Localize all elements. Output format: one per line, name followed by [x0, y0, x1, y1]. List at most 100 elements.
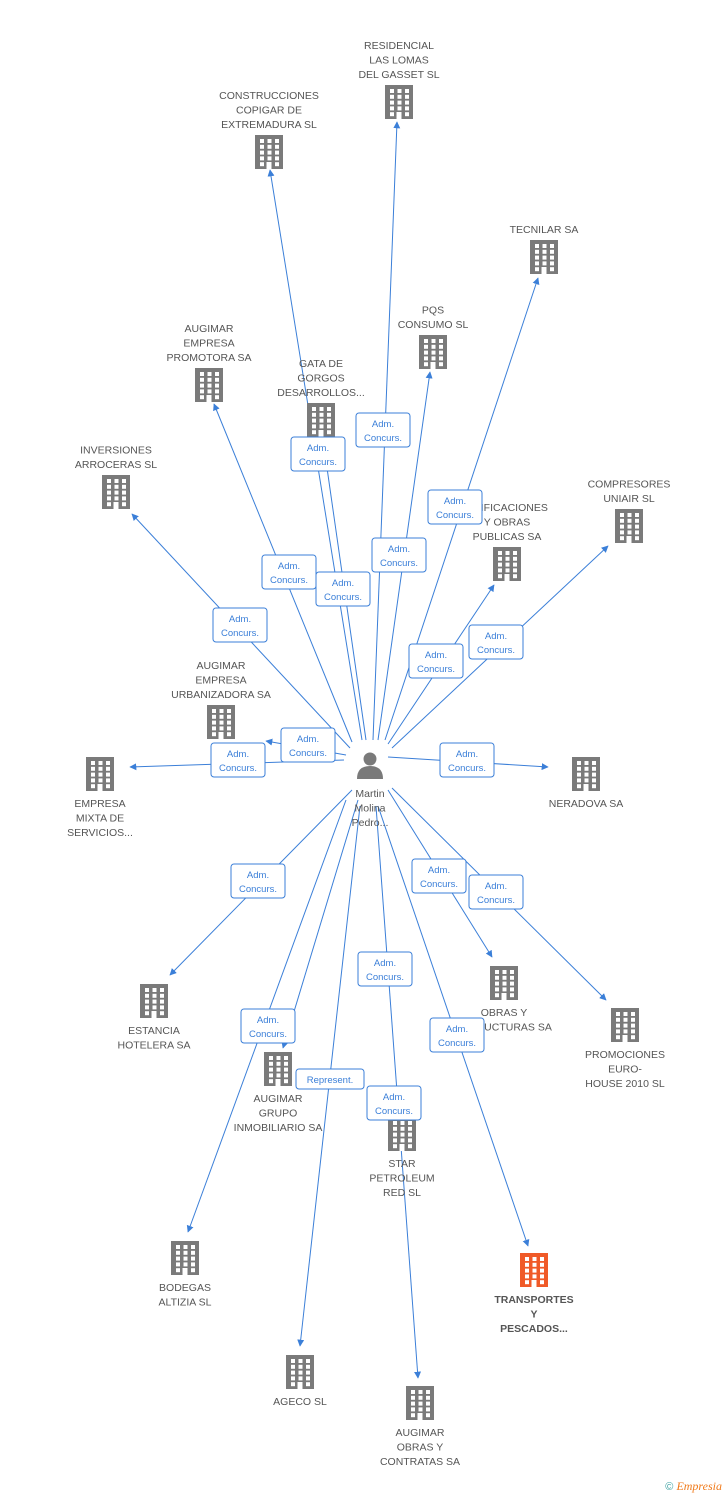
edge-label-gata[interactable]: Adm.Concurs. — [290, 436, 346, 472]
edge-label-edificaciones[interactable]: Adm.Concurs. — [408, 643, 464, 679]
edge-label-estancia[interactable]: Adm.Concurs. — [230, 863, 286, 899]
edge-label-box[interactable] — [357, 951, 413, 987]
building-icon[interactable] — [385, 85, 413, 119]
building-icon[interactable] — [572, 757, 600, 791]
edge-label-box[interactable] — [210, 742, 266, 778]
edge-label-neradova[interactable]: Adm.Concurs. — [439, 742, 495, 778]
company-node-neradova[interactable]: NERADOVA SA — [549, 757, 624, 810]
edge-label-text: Adm. — [257, 1015, 279, 1026]
person-name: MartinMolinaPedro... — [352, 788, 389, 829]
edge-label-augimar-grupo[interactable]: Represent. — [295, 1068, 365, 1090]
company-node-tecnilar[interactable]: TECNILAR SA — [510, 224, 579, 274]
edge-label-box[interactable] — [295, 1068, 365, 1090]
edge-label-box[interactable] — [371, 537, 427, 573]
company-label-line: EMPRESA — [74, 798, 125, 810]
company-node-gata[interactable]: GATA DEGORGOSDESARROLLOS... — [277, 358, 365, 437]
building-icon[interactable] — [307, 403, 335, 437]
building-icon[interactable] — [171, 1241, 199, 1275]
company-label-line: NERADOVA SA — [549, 798, 624, 810]
edge-label-pqs[interactable]: Adm.Concurs. — [371, 537, 427, 573]
edge-label-box[interactable] — [366, 1085, 422, 1121]
edge-label-text: Concurs. — [438, 1038, 476, 1049]
edge-label-text: Adm. — [374, 958, 396, 969]
edge-label-box[interactable] — [439, 742, 495, 778]
edge-label-box[interactable] — [212, 607, 268, 643]
edge-label-compresores[interactable]: Adm.Concurs. — [468, 624, 524, 660]
edge-label-copigar[interactable]: Adm.Concurs. — [261, 554, 317, 590]
edge-label-box[interactable] — [315, 571, 371, 607]
edge-label-box[interactable] — [280, 727, 336, 763]
building-icon[interactable] — [195, 368, 223, 402]
edge-label-residencial[interactable]: Adm.Concurs. — [355, 412, 411, 448]
edge-label-promociones[interactable]: Adm.Concurs. — [468, 874, 524, 910]
edge-label-box[interactable] — [427, 489, 483, 525]
company-label-line: EXTREMADURA SL — [221, 119, 317, 131]
edges-layer — [129, 121, 609, 1379]
edge-label-box[interactable] — [240, 1008, 296, 1044]
edge-label-tecnilar[interactable]: Adm.Concurs. — [427, 489, 483, 525]
edge-label-box[interactable] — [408, 643, 464, 679]
building-icon[interactable] — [140, 984, 168, 1018]
edge-label-box[interactable] — [261, 554, 317, 590]
person-icon[interactable] — [357, 752, 383, 780]
edge-label-box[interactable] — [429, 1017, 485, 1053]
edge-label-box[interactable] — [468, 874, 524, 910]
edge-label-augimar-promotora[interactable]: Adm.Concurs. — [315, 571, 371, 607]
company-label-line: ESTANCIA — [128, 1025, 180, 1037]
edge-label-box[interactable] — [468, 624, 524, 660]
brand-name[interactable]: Empresia — [676, 1479, 722, 1493]
edge-label-box[interactable] — [355, 412, 411, 448]
company-label-line: COMPRESORES — [588, 479, 671, 491]
edge-label-inversiones[interactable]: Adm.Concurs. — [212, 607, 268, 643]
edge-label-obras-estructuras[interactable]: Adm.Concurs. — [411, 858, 467, 894]
center-node[interactable]: MartinMolinaPedro... — [352, 752, 389, 830]
building-icon[interactable] — [264, 1052, 292, 1086]
building-icon[interactable] — [490, 966, 518, 1000]
edge-label-transportes[interactable]: Adm.Concurs. — [429, 1017, 485, 1053]
building-icon[interactable] — [86, 757, 114, 791]
building-icon[interactable] — [207, 705, 235, 739]
company-node-estancia[interactable]: ESTANCIA HOTELERA SA — [118, 984, 191, 1052]
edge-label-augimar-obras[interactable]: Adm.Concurs. — [357, 951, 413, 987]
building-icon[interactable] — [419, 335, 447, 369]
edge-label-box[interactable] — [230, 863, 286, 899]
building-icon[interactable] — [406, 1386, 434, 1420]
edge-label-box[interactable] — [411, 858, 467, 894]
edge-label-text: Adm. — [247, 870, 269, 881]
edge-label-augimar-urbanizadora[interactable]: Adm.Concurs. — [280, 727, 336, 763]
edge-label-box[interactable] — [290, 436, 346, 472]
building-icon[interactable] — [530, 240, 558, 274]
footer-credit: © Empresia — [665, 1479, 722, 1494]
building-icon[interactable] — [611, 1008, 639, 1042]
edge-label-bodegas[interactable]: Adm.Concurs. — [240, 1008, 296, 1044]
edge-label-ageco[interactable]: Adm.Concurs. — [366, 1085, 422, 1121]
building-icon[interactable] — [493, 547, 521, 581]
edge-label-empresa-mixta[interactable]: Adm.Concurs. — [210, 742, 266, 778]
building-icon[interactable] — [520, 1253, 548, 1287]
company-node-transportes[interactable]: TRANSPORTESYPESCADOS... — [494, 1253, 574, 1335]
edge-label-text: Adm. — [485, 881, 507, 892]
building-icon[interactable] — [388, 1117, 416, 1151]
building-icon[interactable] — [615, 509, 643, 543]
building-icon[interactable] — [255, 135, 283, 169]
building-icon[interactable] — [102, 475, 130, 509]
building-icon[interactable] — [286, 1355, 314, 1389]
company-node-ageco[interactable]: AGECO SL — [273, 1355, 327, 1408]
company-label-line: HOTELERA SA — [118, 1040, 191, 1052]
company-label: TECNILAR SA — [510, 224, 579, 236]
